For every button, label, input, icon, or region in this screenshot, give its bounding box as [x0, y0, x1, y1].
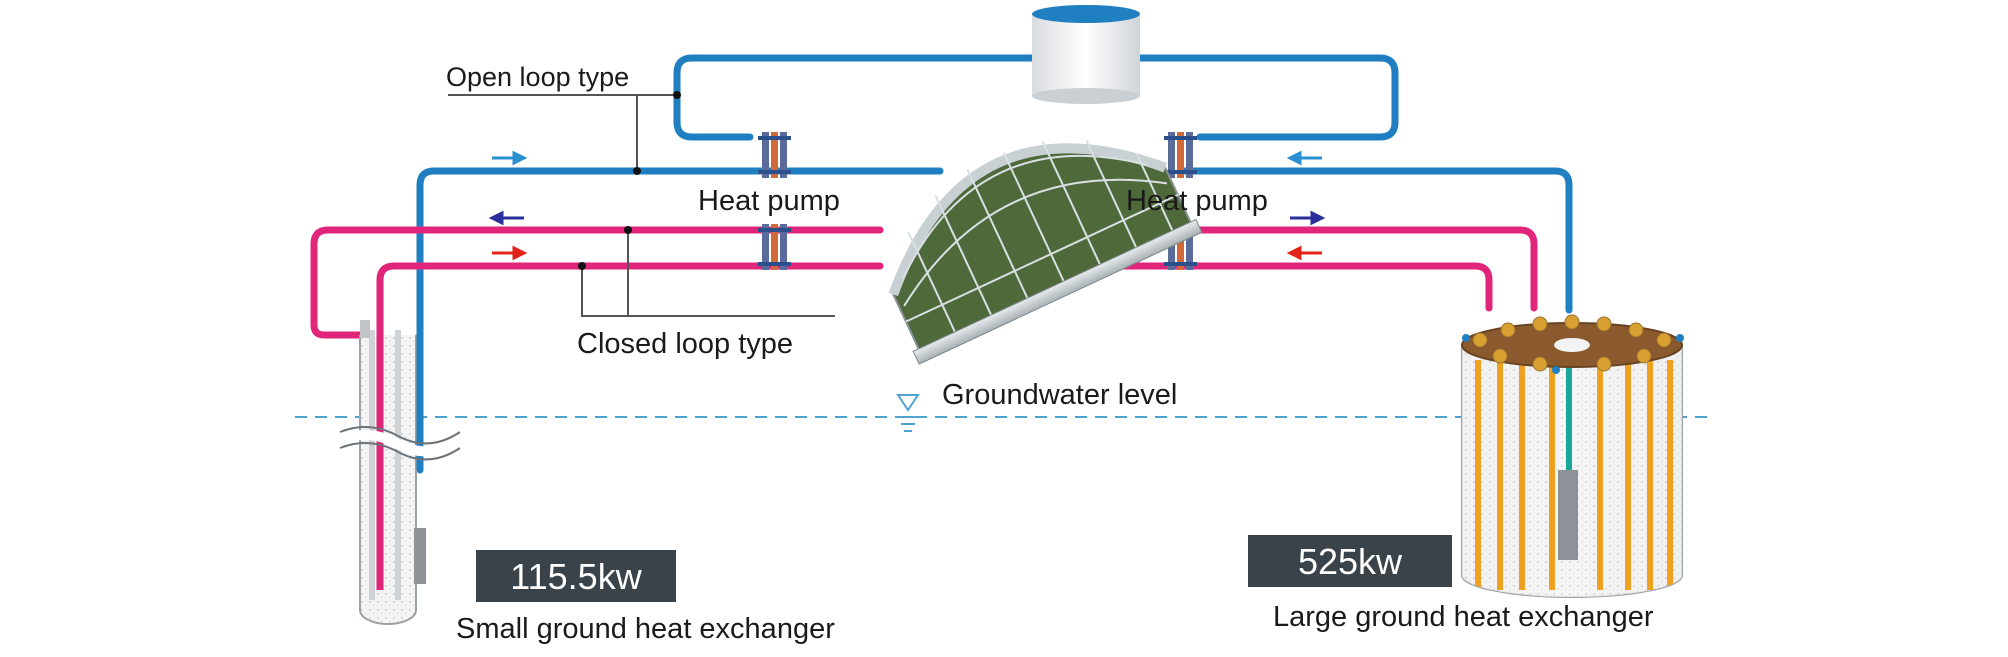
heat-pump-left-label: Heat pump — [698, 185, 840, 217]
groundwater-label: Groundwater level — [942, 379, 1177, 411]
groundwater-level-icon — [896, 394, 920, 432]
small-capacity-value: 115.5kw — [510, 556, 642, 597]
greenhouse-icon — [888, 140, 1203, 365]
closed-loop-label: Closed loop type — [577, 328, 793, 360]
large-ground-heat-exchanger — [1461, 314, 1684, 598]
large-capacity-value: 525kw — [1298, 541, 1403, 582]
small-capacity-badge: 115.5kw — [476, 550, 676, 602]
closed-loop-pipes — [310, 226, 1538, 589]
small-ground-heat-exchanger — [338, 320, 463, 625]
junction-dots — [578, 91, 681, 270]
flow-arrow-icon — [488, 150, 1326, 261]
open-loop-label: Open loop type — [446, 62, 629, 92]
large-exchanger-label: Large ground heat exchanger — [1273, 601, 1654, 633]
water-tank-icon — [1032, 5, 1140, 104]
heat-pump-right-label: Heat pump — [1126, 185, 1268, 217]
small-exchanger-label: Small ground heat exchanger — [456, 613, 835, 645]
large-capacity-badge: 525kw — [1248, 535, 1452, 587]
heat-pump-icon — [758, 132, 1197, 270]
